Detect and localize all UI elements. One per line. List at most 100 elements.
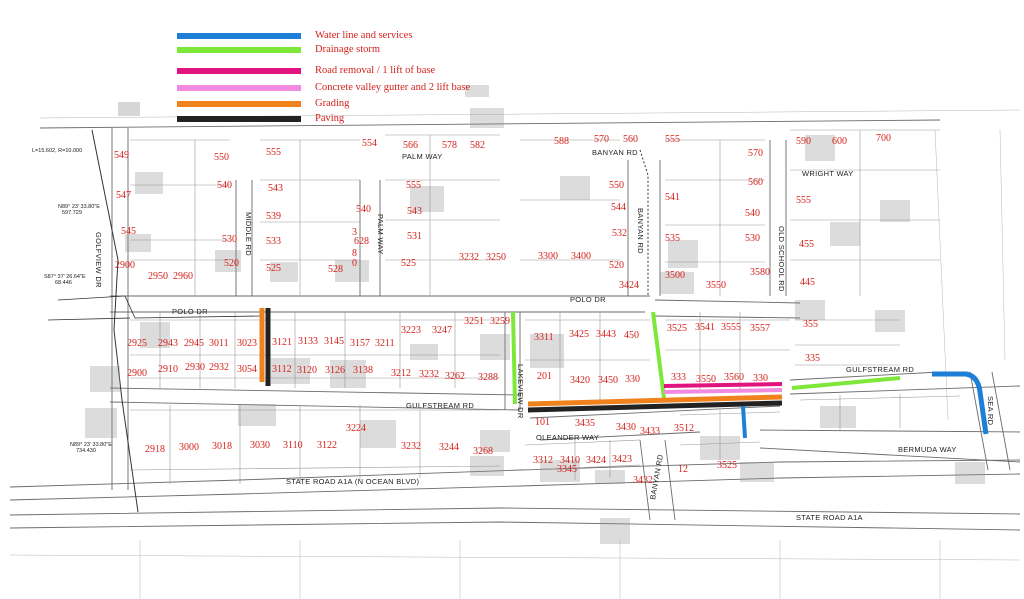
lot-number: 2960: [173, 271, 193, 282]
lot-number: 3250: [486, 252, 506, 263]
lot-number: 3435: [575, 418, 595, 429]
lot-number: 532: [612, 228, 627, 239]
lot-numbers: 549 547 545 2900 550 540 530 555 543 539…: [114, 133, 891, 486]
legend-label: Drainage storm: [315, 44, 381, 55]
lot-number: 560: [623, 134, 638, 145]
lot-number: 543: [268, 183, 283, 194]
lot-number: 330: [753, 373, 768, 384]
lot-number: 547: [116, 190, 131, 201]
legend-swatch: [177, 68, 301, 74]
lot-number: 3525: [717, 460, 737, 471]
street-wright-way: WRIGHT WAY: [802, 169, 854, 178]
lot-number: 2900: [115, 260, 135, 271]
lot-number: 3500: [665, 270, 685, 281]
lot-number: 525: [401, 258, 416, 269]
water-line-bermuda: [741, 405, 747, 439]
lot-number: 550: [609, 180, 624, 191]
lot-number: 335: [805, 353, 820, 364]
lot-number: 201: [537, 371, 552, 382]
lot-number: 3425: [569, 329, 589, 340]
lot-number: 600: [832, 136, 847, 147]
lot-number: 520: [224, 258, 239, 269]
street-middle-rd: MIDDLE RD: [244, 212, 253, 256]
lot-number: 333: [671, 372, 686, 383]
lot-number: 570: [748, 148, 763, 159]
drainage-line-gulfstream: [791, 376, 901, 390]
lot-number: 2950: [148, 271, 168, 282]
lot-number: 3557: [750, 323, 770, 334]
lot-number: 3223: [401, 325, 421, 336]
lot-number: 539: [266, 211, 281, 222]
legend-item-water-line: Water line and services: [175, 28, 495, 44]
lot-number: 3112: [272, 364, 292, 375]
lot-number: 578: [442, 140, 457, 151]
street-old-school-rd: OLD SCHOOL RD: [777, 226, 786, 292]
lot-number: 528: [328, 264, 343, 275]
drainage-line-lakeview: [511, 311, 517, 405]
drainage-line-banyan: [651, 311, 666, 399]
lot-number: 3312: [533, 455, 553, 466]
lot-number: 530: [222, 234, 237, 245]
lot-number: 3432: [633, 475, 653, 486]
bearing-note-1: N89° 23' 33.80"E: [58, 204, 100, 210]
legend-label: Concrete valley gutter and 2 lift base: [315, 82, 471, 93]
survey-notes: L=15.602, R=10.000 N89° 23' 33.80"E 597.…: [32, 148, 112, 454]
road-removal-line: [663, 382, 783, 388]
lot-number: 3120: [297, 365, 317, 376]
lot-number: 3145: [324, 336, 344, 347]
lot-number: 3443: [596, 329, 616, 340]
lot-number: 628: [354, 236, 369, 247]
lot-number: 550: [214, 152, 229, 163]
street-polo-dr-right: POLO DR: [570, 295, 606, 304]
lot-number: 3122: [317, 440, 337, 451]
lot-number: 533: [266, 236, 281, 247]
lot-number: 3224: [346, 423, 366, 434]
lot-number: 590: [796, 136, 811, 147]
legend-swatch: [177, 47, 301, 53]
lot-number: 3560: [724, 372, 744, 383]
lot-number: 555: [266, 147, 281, 158]
legend-item-valley-gutter: Concrete valley gutter and 2 lift base: [175, 80, 495, 96]
lot-number: 582: [470, 140, 485, 151]
distance-note-1: 597.729: [62, 210, 82, 216]
improvement-lines: [259, 308, 989, 439]
bearing-note-2: S87° 37' 26.64"E: [44, 274, 86, 280]
lot-number: 3126: [325, 365, 345, 376]
lot-number: 3541: [695, 322, 715, 333]
lot-number: 3512: [674, 423, 694, 434]
lot-number: 541: [665, 192, 680, 203]
lot-number: 3268: [473, 446, 493, 457]
lot-number: 3000: [179, 442, 199, 453]
lot-number: 3211: [375, 338, 395, 349]
lot-number: 543: [407, 206, 422, 217]
grading-line-oleander: [527, 394, 783, 407]
street-banyan-rd-vertical: BANYAN RD: [636, 208, 645, 254]
lot-number: 3259: [490, 316, 510, 327]
legend-swatch: [177, 101, 301, 107]
lot-number: 3300: [538, 251, 558, 262]
lot-number: 555: [665, 134, 680, 145]
lot-number: 3157: [350, 338, 370, 349]
lot-number: 355: [803, 319, 818, 330]
survey-baseline: [47, 129, 649, 513]
street-banyan-rd-top: BANYAN RD: [592, 148, 638, 157]
lot-number: 3244: [439, 442, 459, 453]
lot-number: 545: [121, 226, 136, 237]
lot-number: 12: [678, 464, 688, 475]
lot-number: 3424: [619, 280, 639, 291]
lot-number: 560: [748, 177, 763, 188]
legend-label: Paving: [315, 113, 345, 124]
lot-number: 531: [407, 231, 422, 242]
lot-number: 3: [352, 227, 357, 238]
lot-number: 3262: [445, 371, 465, 382]
street-gulfstream-rd-left: GULFSTREAM RD: [406, 401, 474, 410]
lot-number: 3232: [419, 369, 439, 380]
lot-number: 3555: [721, 322, 741, 333]
distance-note-2: 68.446: [55, 280, 72, 286]
street-golfview-dr: GOLFVIEW DR: [94, 232, 103, 288]
lot-number: 3018: [212, 441, 232, 452]
street-gulfstream-rd-right: GULFSTREAM RD: [846, 365, 914, 374]
lot-number: 3424: [586, 455, 606, 466]
lot-number: 555: [406, 180, 421, 191]
